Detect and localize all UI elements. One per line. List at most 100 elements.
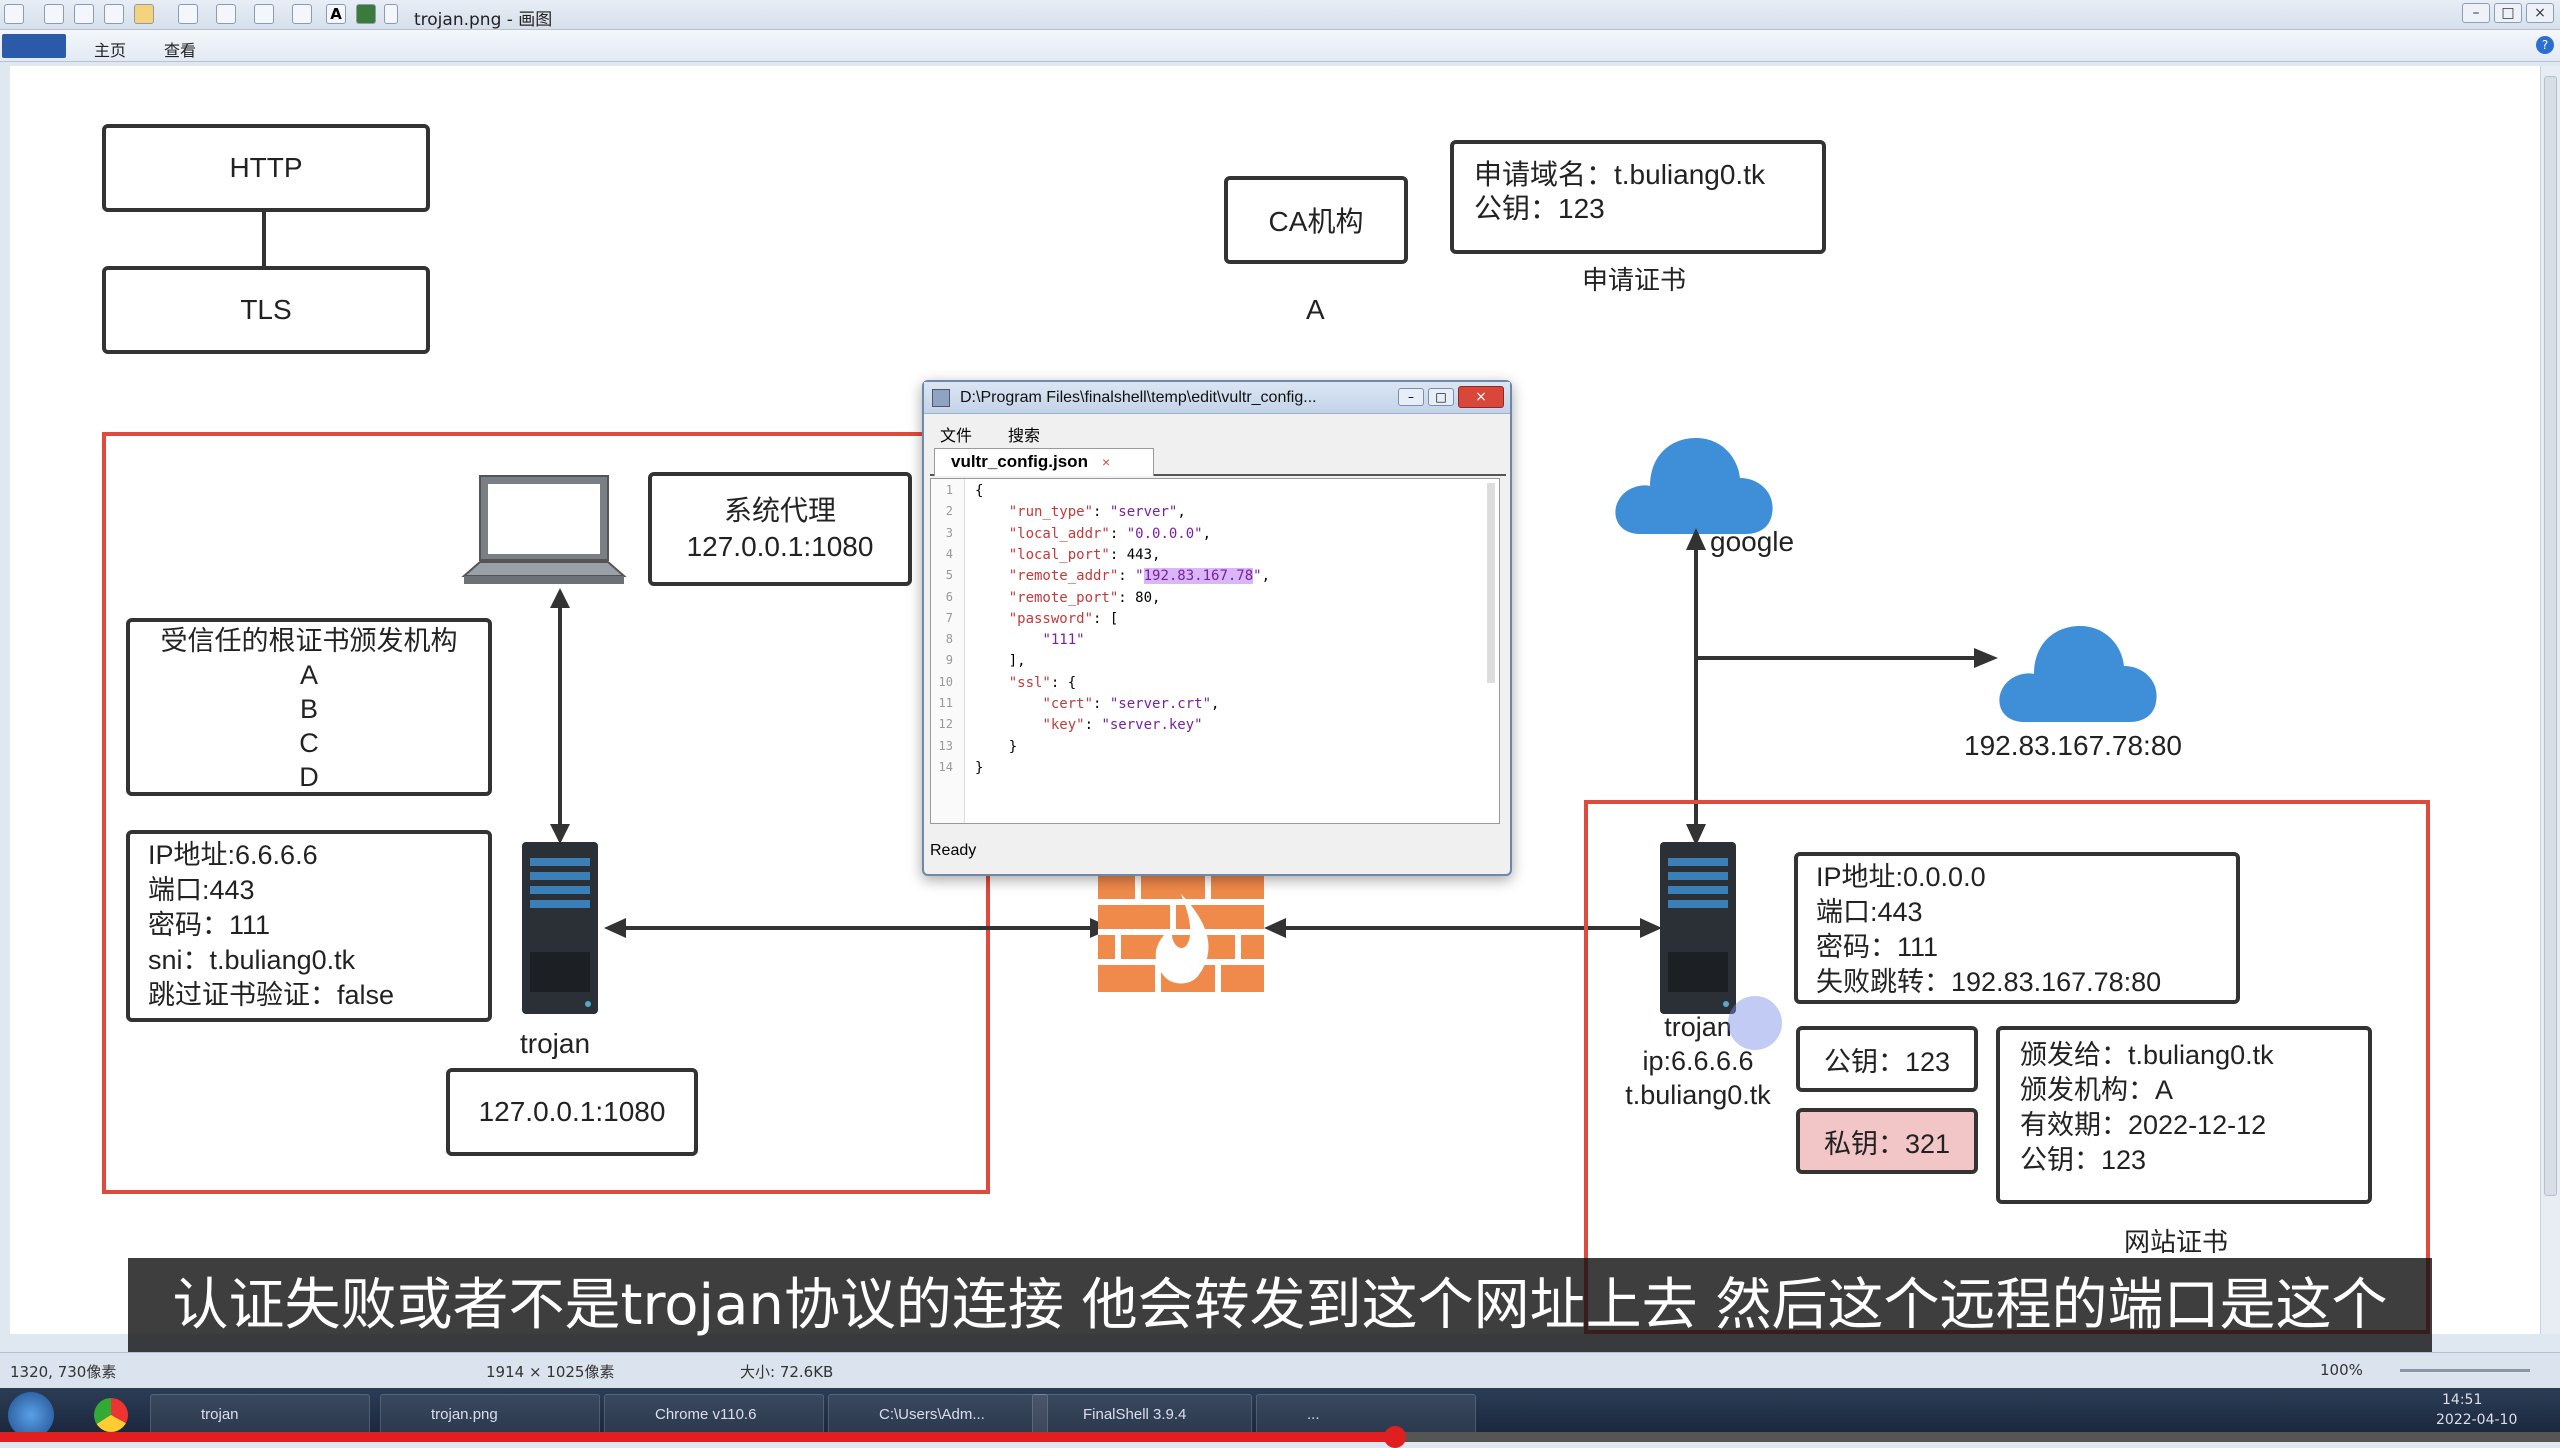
server-ip-label: ip:6.6.6.6 (1642, 1046, 1754, 1076)
ca-box: CA机构 (1224, 176, 1408, 264)
line-number: 2 (945, 504, 953, 519)
client-config-box: IP地址:6.6.6.6 端口:443 密码：111 sni：t.buliang… (126, 830, 492, 1022)
minimize-button[interactable]: – (2462, 3, 2490, 23)
code-line: ], (975, 653, 1026, 670)
text-tool-icon[interactable]: A (326, 4, 346, 24)
taskbar-item-explorer[interactable]: C:\Users\Adm... (828, 1394, 1048, 1436)
server-fallback: 失败跳转：192.83.167.78:80 (1816, 967, 2162, 997)
apply-pubkey-line: 公钥：123 (1474, 193, 1605, 224)
cursor-position: 1320, 730像素 (10, 1363, 117, 1381)
zoom-slider[interactable] (2400, 1369, 2530, 1372)
tab-home[interactable]: 主页 (94, 41, 127, 60)
tls-box: TLS (102, 266, 430, 354)
taskbar-item-finalshell[interactable]: FinalShell 3.9.4 (1032, 1394, 1252, 1436)
code-area[interactable]: 1{2 "run_type": "server",3 "local_addr":… (930, 478, 1500, 824)
system-proxy-title: 系统代理 (723, 495, 836, 526)
taskbar-item-paint[interactable]: trojan.png (380, 1394, 600, 1436)
website-cert-caption: 网站证书 (2124, 1227, 2229, 1257)
resize-icon[interactable] (254, 4, 274, 24)
server-name-block: trojan ip:6.6.6.6 t.buliang0.tk (1608, 1010, 1788, 1112)
system-proxy-addr: 127.0.0.1:1080 (686, 531, 874, 562)
color-icon[interactable] (356, 4, 376, 24)
maximize-button[interactable]: □ (2494, 3, 2522, 23)
arrow-client-firewall (620, 926, 1094, 930)
local-addr-box: 127.0.0.1:1080 (446, 1068, 698, 1156)
undo-icon[interactable] (74, 4, 94, 24)
trusted-root-c: C (299, 728, 319, 758)
video-progress-fill (0, 1432, 1396, 1442)
customize-quick-access-icon[interactable] (384, 4, 398, 24)
menu-file[interactable]: 文件 (940, 426, 973, 445)
mouse-cursor-highlight (1728, 996, 1782, 1050)
arrow-heads-server (1264, 918, 1662, 938)
title-bar: A trojan.png - 画图 – □ × (0, 0, 2560, 30)
editor-title-bar[interactable]: D:\Program Files\finalshell\temp\edit\vu… (924, 382, 1510, 414)
server-icon (1660, 842, 1736, 1014)
tab-vultr-config[interactable]: vultr_config.json × (934, 448, 1154, 476)
editor-minimize-button[interactable]: – (1398, 388, 1424, 406)
select-tool-icon[interactable] (134, 4, 154, 24)
code-line: "remote_port": 80, (1008, 589, 1161, 606)
save-icon[interactable] (44, 4, 64, 24)
close-button[interactable]: × (2526, 3, 2554, 23)
system-proxy-box: 系统代理 127.0.0.1:1080 (648, 472, 912, 586)
tab-label: vultr_config.json (951, 452, 1088, 471)
taskbar-item-other[interactable]: ... (1256, 1394, 1476, 1436)
client-server-icon (522, 842, 598, 1014)
trusted-root-b: B (299, 694, 318, 724)
video-progress-knob[interactable] (1384, 1426, 1407, 1448)
editor-close-button[interactable]: × (1458, 386, 1504, 408)
taskbar-item-trojan[interactable]: trojan (150, 1394, 370, 1436)
file-size: 大小: 72.6KB (740, 1363, 834, 1381)
line-number: 1 (945, 483, 953, 497)
arrow-heads-client (604, 918, 1112, 938)
cert-issued-to: 颁发给：t.buliang0.tk (2020, 1040, 2274, 1070)
line-number: 8 (945, 632, 953, 647)
line-number: 6 (945, 589, 953, 604)
editor-window[interactable]: D:\Program Files\finalshell\temp\edit\vu… (922, 380, 1512, 876)
taskbar-item-browser[interactable]: Chrome v110.6 (604, 1394, 824, 1436)
line-number: 13 (938, 738, 953, 753)
code-line: "ssl": { (1008, 674, 1077, 691)
file-menu-button[interactable] (2, 34, 66, 58)
arrow-laptop-trojan (558, 596, 562, 834)
server-trojan-label: trojan (1664, 1012, 1732, 1042)
clock-time: 14:51 (2442, 1392, 2483, 1408)
video-progress-bar[interactable] (0, 1426, 2560, 1448)
help-icon[interactable]: ? (2536, 36, 2554, 54)
image-dimensions: 1914 × 1025像素 (486, 1363, 615, 1381)
paint-app-icon (4, 4, 24, 24)
redo-icon[interactable] (104, 4, 124, 24)
laptop-icon (461, 475, 627, 584)
arrow-head-decoy (1974, 648, 1998, 668)
crop-icon[interactable] (216, 4, 236, 24)
code-line: "local_port": 443, (1008, 546, 1161, 563)
tab-close-icon[interactable]: × (1101, 454, 1111, 470)
vertical-scrollbar[interactable] (2540, 66, 2560, 1334)
menu-search[interactable]: 搜索 (1008, 426, 1041, 445)
client-ip: IP地址:6.6.6.6 (148, 840, 318, 870)
rectangle-select-icon[interactable] (178, 4, 198, 24)
editor-title: D:\Program Files\finalshell\temp\edit\vu… (960, 389, 1317, 406)
server-password: 密码：111 (1816, 932, 1939, 962)
scrollbar-thumb[interactable] (2544, 76, 2557, 1196)
paint-canvas[interactable]: HTTP TLS CA机构 A 申请域名：t.buliang0.tk 公钥：12… (10, 66, 2540, 1334)
http-label: HTTP (229, 152, 303, 183)
website-cert-box: 颁发给：t.buliang0.tk 颁发机构：A 有效期：2022-12-12 … (1996, 1026, 2372, 1204)
privkey-label: 私钥：321 (1823, 1128, 1951, 1159)
client-password: 密码：111 (148, 910, 271, 940)
arrow-firewall-server (1276, 926, 1650, 930)
code-line: } (975, 738, 1018, 755)
code-line: "key": "server.key" (1042, 717, 1203, 734)
rotate-icon[interactable] (292, 4, 312, 24)
cert-issuer: 颁发机构：A (2020, 1075, 2174, 1105)
client-sni: sni：t.buliang0.tk (148, 945, 356, 975)
start-button[interactable] (8, 1392, 54, 1438)
code-scrollbar[interactable] (1487, 483, 1495, 683)
chrome-icon[interactable] (94, 1398, 128, 1432)
tab-view[interactable]: 查看 (164, 41, 197, 60)
subtitle-line-1: 认证失败或者不是trojan协议的连接 他会转发到这个网址上去 然后这个远程的端… (172, 1273, 2388, 1338)
line-number: 11 (938, 696, 953, 710)
decoy-addr-label: 192.83.167.78:80 (1964, 730, 2182, 761)
editor-maximize-button[interactable]: □ (1428, 388, 1454, 406)
